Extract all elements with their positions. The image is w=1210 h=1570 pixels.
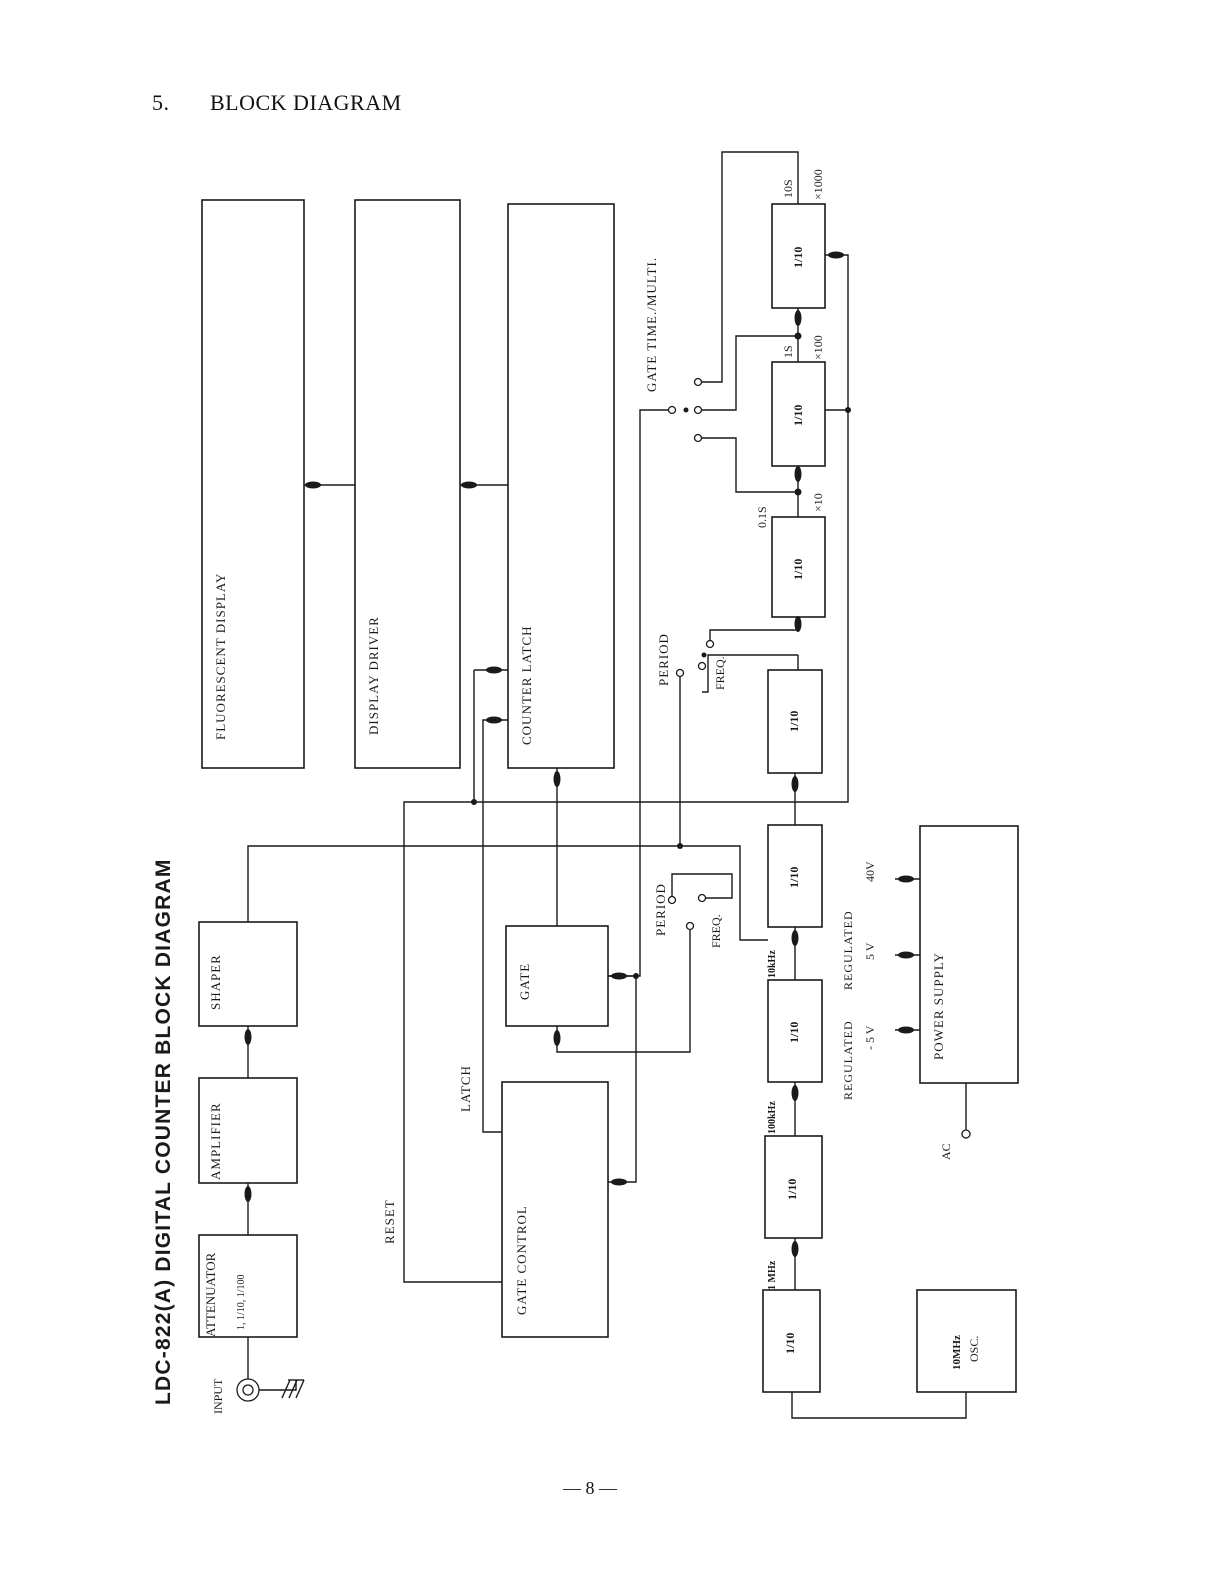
oscillator-block: 10MHz OSC.: [916, 1289, 1017, 1393]
display-driver-block: DISPLAY DRIVER: [354, 199, 461, 769]
period-label-upper: PERIOD: [656, 633, 671, 686]
regulated-label-2: REGULATED: [841, 910, 855, 990]
svg-text:1/10: 1/10: [791, 559, 805, 580]
attenuator-block: ATTENUATOR 1, 1/10, 1/100: [198, 1234, 298, 1338]
svg-text:1/10: 1/10: [787, 1022, 801, 1043]
attenuator-ratio: 1, 1/10, 1/100: [236, 1274, 247, 1330]
svg-text:1/10: 1/10: [783, 1333, 797, 1354]
voltage-neg5-label: - 5 V: [863, 1025, 877, 1050]
divider-block: 1/10: [771, 203, 826, 309]
divider-block: 1/10: [771, 516, 826, 618]
svg-text:1/10: 1/10: [785, 1179, 799, 1200]
power-supply-label: POWER SUPPLY: [931, 952, 946, 1060]
counter-latch-block: COUNTER LATCH: [507, 203, 615, 769]
page-number: — 8 —: [563, 1478, 617, 1498]
section-number: 5.: [152, 90, 170, 115]
freq-1mhz-label: 1 MHz: [767, 1260, 778, 1290]
gate-control-block: GATE CONTROL: [501, 1081, 609, 1338]
multiplier-x10-label: ×10: [811, 493, 825, 512]
voltage-40-label: 40V: [863, 861, 877, 882]
svg-text:1/10: 1/10: [791, 405, 805, 426]
time-10s-label: 10S: [781, 179, 795, 198]
ac-label: AC: [939, 1143, 953, 1160]
gate-control-label: GATE CONTROL: [514, 1205, 529, 1315]
switch-contacts: [667, 377, 971, 1139]
amplifier-label: AMPLIFIER: [208, 1102, 223, 1180]
reset-label: RESET: [382, 1199, 397, 1244]
oscillator-label: OSC.: [967, 1336, 981, 1362]
time-01s-label: 0.1S: [755, 506, 769, 528]
gate-time-label: GATE TIME./MULTI.: [644, 257, 659, 392]
divider-block: 1/10: [767, 824, 823, 928]
multiplier-x1000-label: ×1000: [811, 169, 825, 200]
power-supply-block: POWER SUPPLY: [919, 825, 1019, 1084]
attenuator-label: ATTENUATOR: [203, 1252, 218, 1337]
latch-label: LATCH: [458, 1065, 473, 1112]
gate-block: GATE: [505, 925, 609, 1027]
freq-label-lower: FREQ.: [709, 914, 723, 948]
svg-text:1/10: 1/10: [791, 247, 805, 268]
diagram-title: LDC-822(A) DIGITAL COUNTER BLOCK DIAGRAM: [152, 858, 175, 1405]
period-label-lower: PERIOD: [653, 883, 668, 936]
fluorescent-display-block: FLUORESCENT DISPLAY: [201, 199, 305, 769]
section-heading: 5. BLOCK DIAGRAM: [152, 90, 402, 116]
freq-label-upper: FREQ.: [713, 656, 727, 690]
gate-label: GATE: [517, 963, 532, 1000]
svg-text:1/10: 1/10: [787, 711, 801, 732]
display-driver-label: DISPLAY DRIVER: [366, 616, 381, 735]
voltage-5-label: 5 V: [863, 942, 877, 960]
time-1s-label: 1S: [781, 345, 795, 358]
input-connector-icon: [236, 1378, 260, 1402]
svg-text:1/10: 1/10: [787, 867, 801, 888]
multiplier-x100-label: ×100: [811, 335, 825, 360]
regulated-label-1: REGULATED: [841, 1020, 855, 1100]
shaper-label: SHAPER: [208, 954, 223, 1010]
divider-block: 1/10: [767, 979, 823, 1083]
divider-block: 1/10: [767, 669, 823, 774]
section-title: BLOCK DIAGRAM: [210, 90, 402, 115]
divider-block: 1/10: [762, 1289, 821, 1393]
counter-latch-label: COUNTER LATCH: [519, 625, 534, 745]
shaper-block: SHAPER: [198, 921, 298, 1027]
junction-dots: [244, 251, 914, 1257]
oscillator-frequency: 10MHz: [951, 1335, 963, 1370]
freq-10khz-label: 10kHz: [767, 950, 778, 978]
input-label: INPUT: [211, 1378, 225, 1414]
amplifier-block: AMPLIFIER: [198, 1077, 298, 1184]
fluorescent-display-label: FLUORESCENT DISPLAY: [213, 573, 228, 740]
freq-100khz-label: 100kHz: [767, 1101, 778, 1134]
divider-block: 1/10: [771, 361, 826, 467]
divider-block: 1/10: [764, 1135, 823, 1239]
